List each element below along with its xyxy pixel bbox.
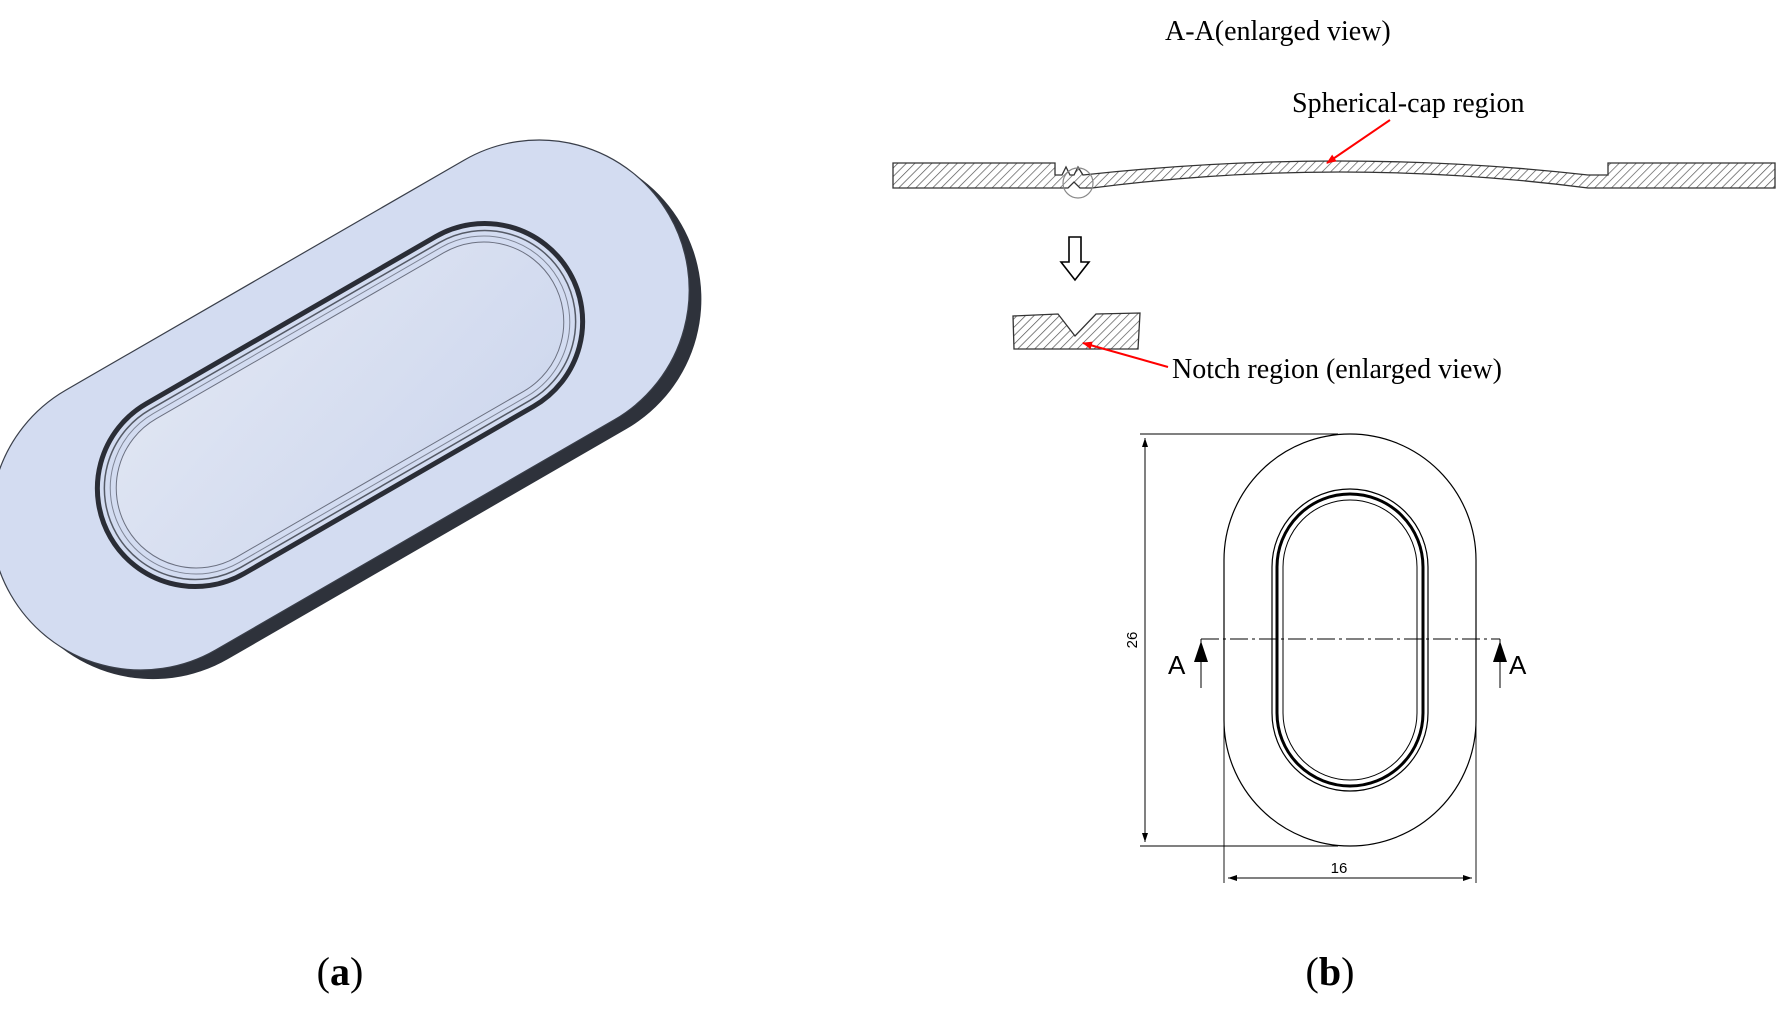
caption-b: (b) [1306, 949, 1355, 994]
groove-outline-thick [1275, 492, 1425, 788]
section-view: Spherical-cap region [892, 88, 1776, 199]
spherical-cap-leader [1326, 119, 1391, 164]
notch-label: Notch region (enlarged view) [1172, 354, 1502, 385]
enlarge-arrow-icon [1059, 236, 1091, 282]
notch-callout-circle [1062, 167, 1094, 199]
section-arrow-right-icon [1493, 641, 1507, 662]
top-view: A A 26 16 [1124, 433, 1527, 883]
section-profile [892, 160, 1776, 189]
caption-a: (a) [317, 949, 364, 994]
groove-outline-outer [1271, 488, 1429, 792]
notch-detail: Notch region (enlarged view) [1012, 312, 1502, 385]
notch-profile [1012, 312, 1141, 350]
spherical-cap-label: Spherical-cap region [1292, 88, 1524, 119]
cap-outline [1282, 499, 1418, 781]
section-arrow-left-icon [1194, 641, 1208, 662]
dimension-height: 26 [1124, 632, 1141, 649]
spherical-cap [115, 241, 565, 569]
section-marker-left: A [1168, 650, 1186, 680]
section-title: A-A(enlarged view) [1165, 16, 1391, 47]
outer-outline [1223, 433, 1477, 847]
panel-a-3d-model: (a) [0, 139, 702, 994]
dimension-width: 16 [1331, 860, 1348, 877]
panel-b-drawings: A-A(enlarged view) Spherical-cap region … [892, 16, 1776, 994]
section-marker-right: A [1509, 650, 1527, 680]
notch-groove [94, 221, 586, 589]
notch-leader [1082, 341, 1169, 368]
